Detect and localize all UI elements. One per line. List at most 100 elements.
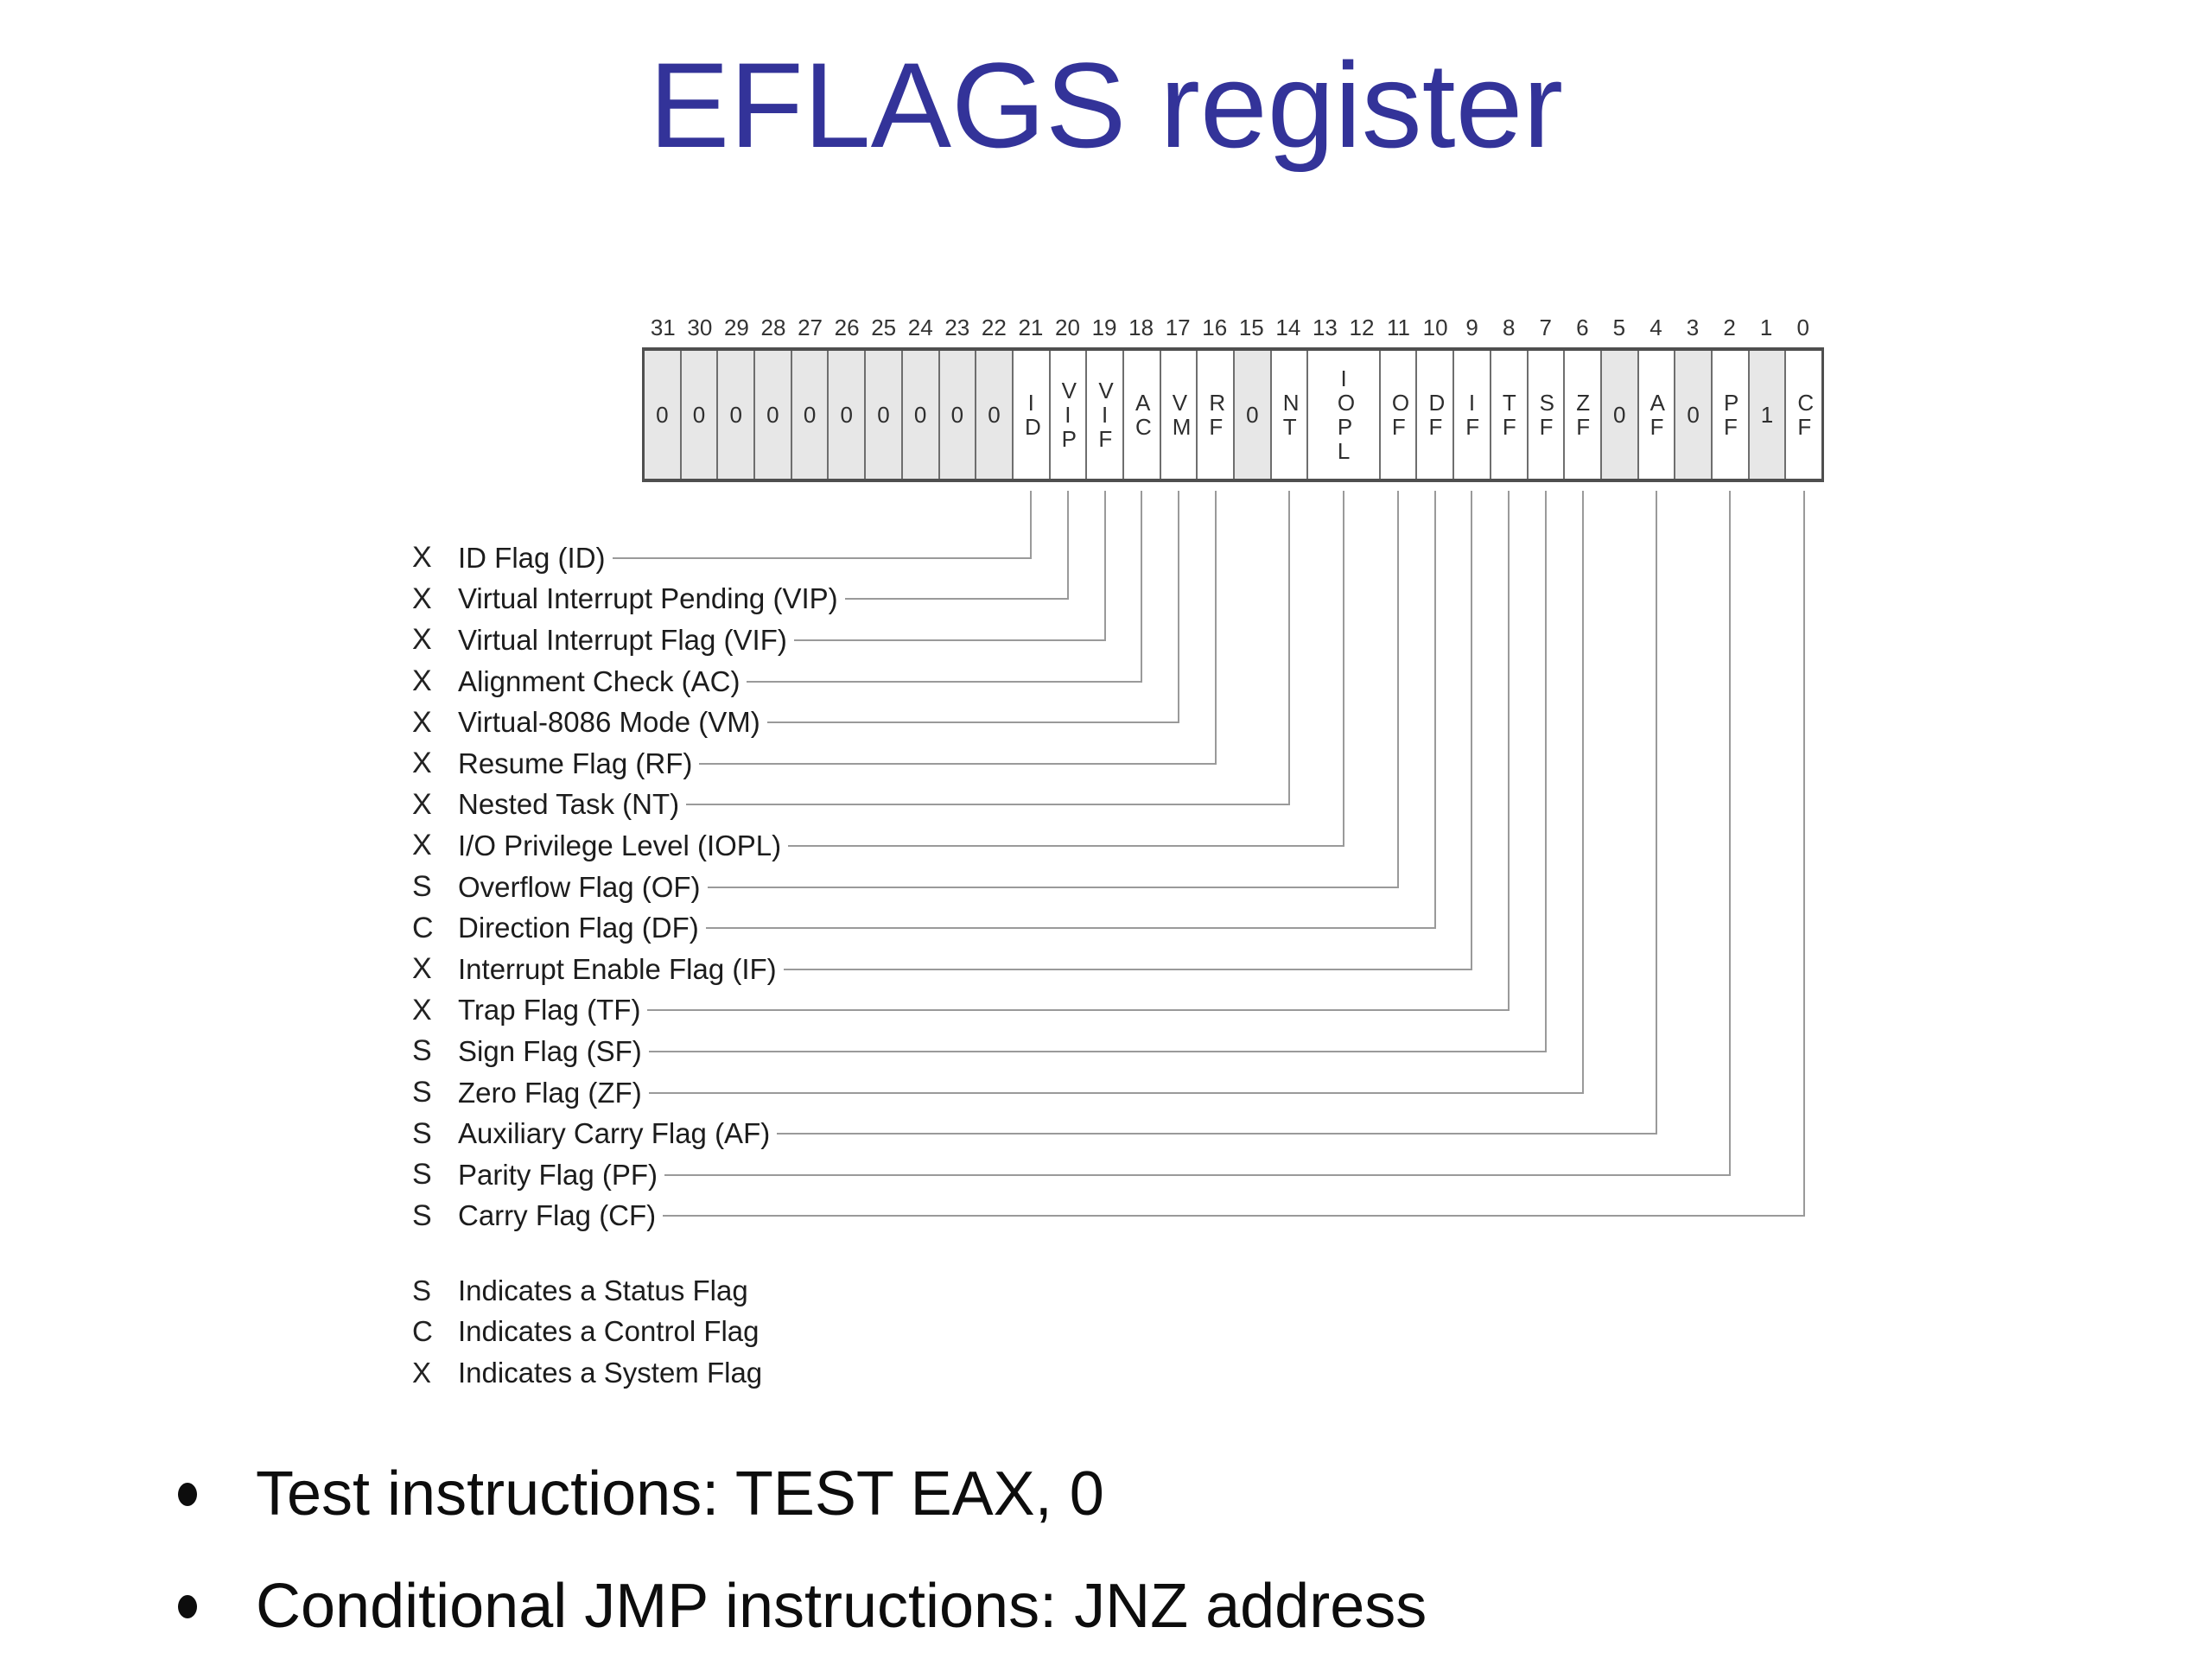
bit-number: 28: [760, 315, 786, 340]
list-item: Conditional JMP instructions: JNZ addres…: [178, 1550, 1427, 1659]
bit-number: 31: [650, 315, 676, 340]
cell-label: OF: [1391, 390, 1410, 440]
flag-connector-horizontal: [783, 968, 1473, 970]
flag-row: S Overflow Flag (OF): [412, 867, 838, 908]
flag-connector-vertical: [1802, 491, 1805, 1216]
flag-label: Interrupt Enable Flag (IF): [458, 952, 777, 985]
cell-label: 0: [1246, 402, 1259, 428]
bullet-label: Conditional JMP instructions: JNZ addres…: [256, 1572, 1427, 1641]
bit-number: 9: [1465, 315, 1478, 340]
register-cell: NT: [1269, 351, 1307, 479]
flag-connector-vertical: [1655, 491, 1657, 1134]
bit-number: 30: [687, 315, 713, 340]
cell-label: 0: [988, 402, 1001, 428]
register-cell: IF: [1452, 351, 1490, 479]
bit-number: 17: [1165, 315, 1191, 340]
bit-number: 8: [1502, 315, 1516, 340]
flag-label: Sign Flag (SF): [458, 1034, 642, 1067]
flag-type-letter: X: [412, 952, 432, 986]
cell-label: SF: [1539, 390, 1554, 440]
flag-connector-vertical: [1141, 491, 1143, 681]
cell-label: PF: [1724, 390, 1739, 440]
flag-connector-vertical: [1066, 491, 1069, 599]
flag-label: Carry Flag (CF): [458, 1199, 657, 1232]
bullet-label: Test instructions: TEST EAX, 0: [256, 1459, 1104, 1529]
cell-label: TF: [1502, 390, 1516, 440]
bullet-list: Test instructions: TEST EAX, 0 Conditiona…: [178, 1438, 1427, 1659]
register-cell: VIF: [1085, 351, 1122, 479]
flag-type-letter: S: [412, 1116, 432, 1150]
cell-label: 0: [729, 402, 742, 428]
flag-type-letter: X: [412, 829, 432, 862]
flag-type-letter: S: [412, 870, 432, 904]
bit-number: 5: [1612, 315, 1626, 340]
cell-label: 0: [1687, 402, 1700, 428]
bit-number: 21: [1018, 315, 1044, 340]
cell-label: 1: [1760, 402, 1774, 428]
bit-number: 24: [907, 315, 933, 340]
register-cell: 1: [1747, 351, 1785, 479]
cell-label: 0: [913, 402, 927, 428]
register-cell: 0: [716, 351, 754, 479]
legend-type-letter: C: [412, 1315, 433, 1348]
bit-number: 10: [1422, 315, 1448, 340]
flag-row: C Direction Flag (DF): [412, 907, 838, 949]
register-cell: AF: [1637, 351, 1675, 479]
flag-connector-vertical: [1397, 491, 1400, 887]
cell-label: CF: [1797, 390, 1815, 440]
bit-number: 16: [1202, 315, 1228, 340]
register-cell: VM: [1159, 351, 1197, 479]
flag-type-letter: S: [412, 1198, 432, 1232]
flag-connector-horizontal: [793, 639, 1106, 641]
flag-type-letter: X: [412, 993, 432, 1027]
flag-row: X Nested Task (NT): [412, 785, 838, 826]
bit-number: 18: [1128, 315, 1154, 340]
flag-connector-vertical: [1030, 491, 1033, 557]
flag-connector-vertical: [1177, 491, 1179, 722]
flag-connector-vertical: [1433, 491, 1436, 928]
flag-label: Overflow Flag (OF): [458, 870, 701, 903]
legend-label: Indicates a System Flag: [458, 1356, 763, 1389]
flag-connector-vertical: [1288, 491, 1291, 804]
cell-label: ZF: [1576, 390, 1591, 440]
flag-connector-vertical: [1544, 491, 1547, 1051]
flag-label: Resume Flag (RF): [458, 747, 693, 779]
bullet-icon: [178, 1594, 197, 1618]
flag-label: Auxiliary Carry Flag (AF): [458, 1117, 771, 1150]
legend-type-letter: X: [412, 1356, 432, 1389]
bit-number: 14: [1275, 315, 1301, 340]
flag-label: Alignment Check (AC): [458, 664, 741, 697]
cell-label: DF: [1428, 390, 1446, 440]
bit-number: 2: [1723, 315, 1736, 340]
flag-type-letter: C: [412, 911, 434, 944]
cell-label: 0: [950, 402, 964, 428]
legend-label: Indicates a Status Flag: [458, 1274, 748, 1306]
flag-row: X Interrupt Enable Flag (IF): [412, 949, 838, 990]
register-cell: 0: [1674, 351, 1711, 479]
register-cell: 0: [753, 351, 791, 479]
register-cell: ID: [1011, 351, 1049, 479]
flag-connector-vertical: [1214, 491, 1217, 763]
flag-connector-vertical: [1508, 491, 1510, 1010]
flag-label: Direction Flag (DF): [458, 912, 699, 944]
register-cell: 0: [900, 351, 938, 479]
register-cell: 0: [679, 351, 717, 479]
flag-connector-vertical: [1343, 491, 1345, 845]
register-cell: RF: [1196, 351, 1233, 479]
page-title: EFLAGS register: [648, 37, 1564, 173]
cell-label: IOPL: [1337, 365, 1356, 464]
flag-type-letter: X: [412, 705, 432, 739]
cell-label: NT: [1282, 390, 1300, 440]
flag-label: Nested Task (NT): [458, 788, 680, 821]
register-cell: 0: [645, 351, 680, 479]
flag-type-letter: X: [412, 787, 432, 821]
flag-type-letter: S: [412, 1158, 432, 1192]
